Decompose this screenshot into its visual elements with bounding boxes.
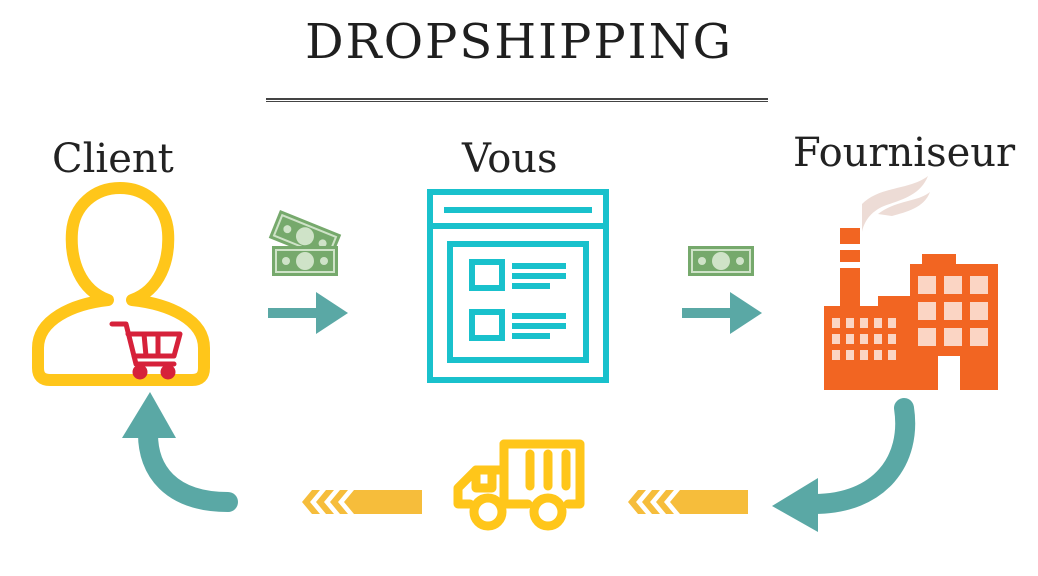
title-underline — [266, 98, 768, 102]
client-label: Client — [52, 136, 174, 182]
chevron-arrow-icon — [622, 490, 748, 514]
person-icon — [32, 182, 210, 386]
arrow-right-icon — [268, 292, 348, 334]
truck-icon — [453, 439, 585, 531]
money-icon — [687, 245, 755, 277]
smoke-icon — [862, 176, 930, 232]
factory-icon — [824, 228, 998, 390]
vous-label: Vous — [462, 136, 558, 182]
webpage-icon — [427, 189, 609, 383]
curved-arrow-icon — [772, 398, 916, 532]
arrow-right-icon — [682, 292, 762, 334]
chevron-arrow-icon — [296, 490, 422, 514]
curved-arrow-icon — [122, 392, 238, 512]
page-title: DROPSHIPPING — [305, 14, 733, 70]
cart-icon — [109, 321, 183, 380]
money-icon — [267, 209, 343, 277]
fournisseur-label: Fourniseur — [793, 130, 1016, 176]
